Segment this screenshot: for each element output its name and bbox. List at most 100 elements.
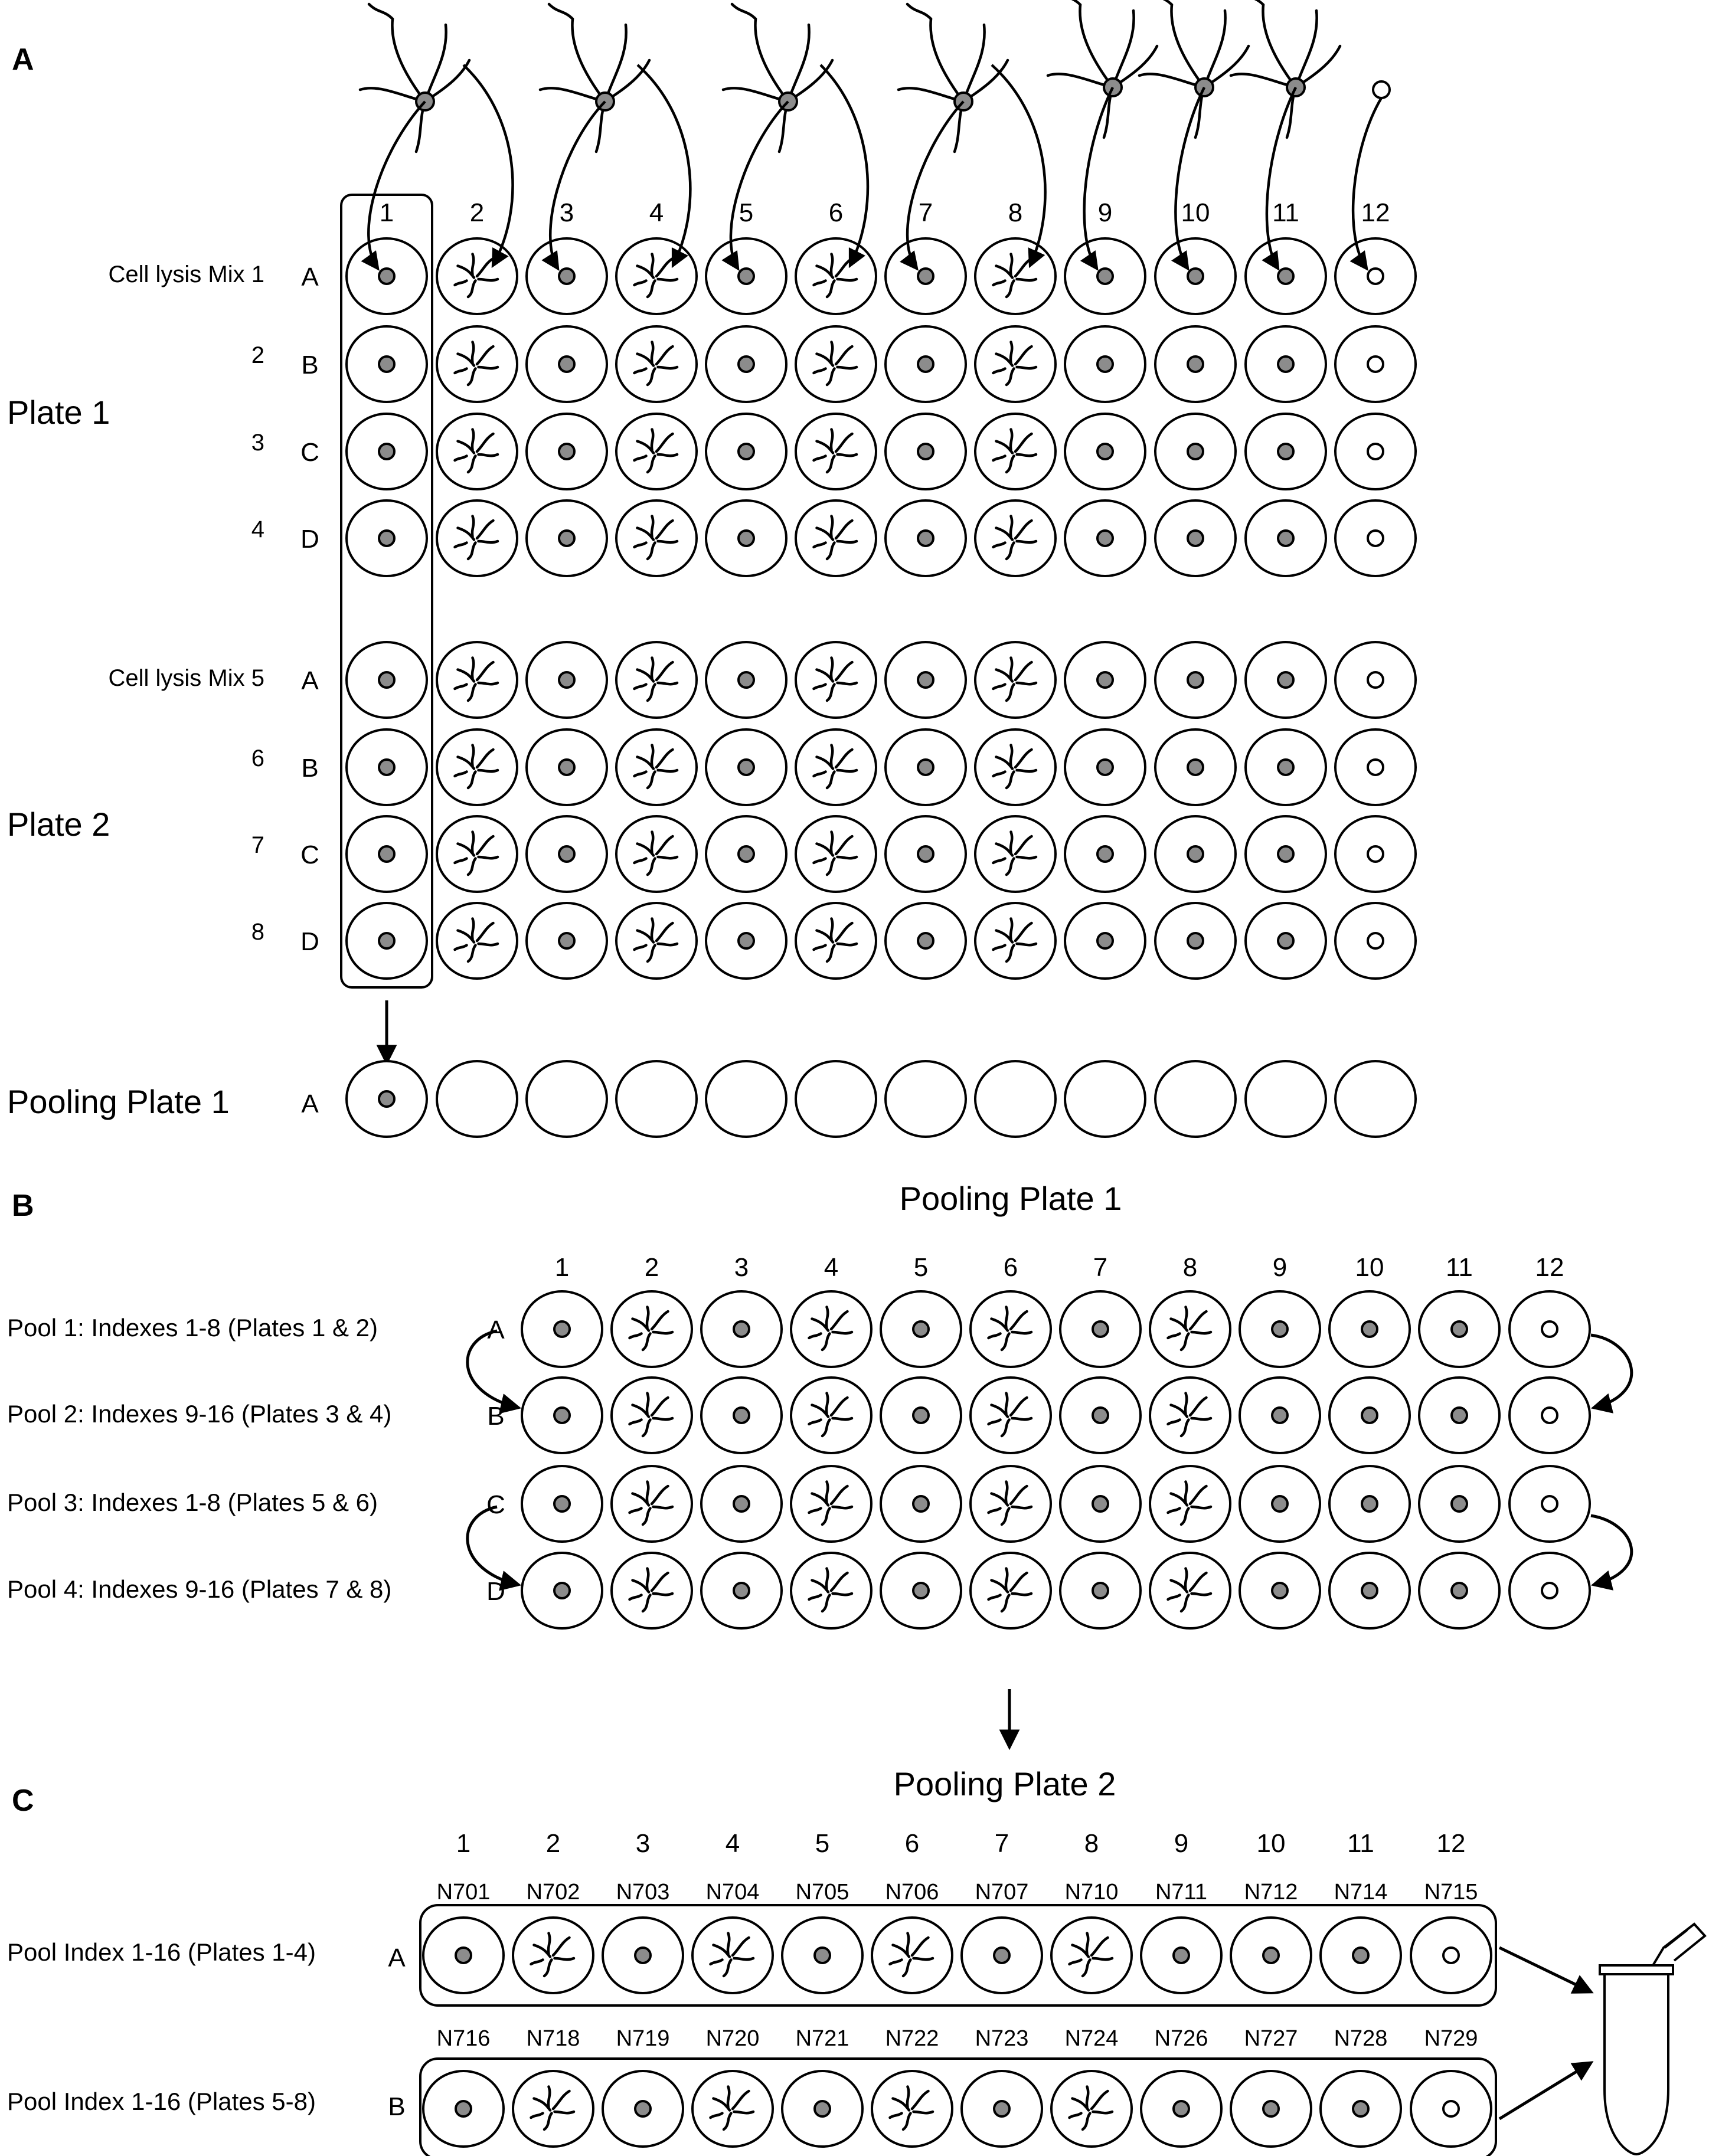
well [345, 237, 428, 315]
well [705, 413, 787, 490]
transfer-arrow [1171, 87, 1206, 271]
cell-dot [1092, 1582, 1109, 1599]
index-label: N715 [1424, 1880, 1478, 1905]
cell-dot [1187, 355, 1204, 373]
well [1154, 499, 1237, 577]
cell-dot [1271, 1406, 1289, 1424]
index-label: N701 [437, 1880, 491, 1905]
well [1239, 1290, 1321, 1368]
mix-label: 2 [251, 342, 264, 368]
neuron-cell-icon [992, 917, 1038, 963]
well [700, 1376, 783, 1454]
neuron-cell-icon [992, 656, 1038, 702]
neuron-cell-icon [808, 1306, 854, 1352]
well [1334, 499, 1417, 577]
well [610, 1376, 693, 1454]
well [1154, 1060, 1237, 1138]
index-label: N712 [1244, 1880, 1298, 1905]
well [795, 325, 877, 403]
well [1059, 1290, 1142, 1368]
well [1328, 1290, 1411, 1368]
neuron-cell-icon [1166, 1567, 1213, 1613]
cell-dot [378, 267, 396, 285]
empty-cell-icon [1367, 355, 1384, 373]
cell-dot [1187, 671, 1204, 689]
index-label: N704 [706, 1880, 760, 1905]
transfer-arrow [462, 64, 514, 269]
index-label: N726 [1155, 2026, 1208, 2051]
neuron-cell-icon [812, 515, 858, 561]
neuron-cell-icon [633, 656, 679, 702]
well [969, 1376, 1052, 1454]
cell-dot [917, 443, 934, 460]
tube-arrow-a [1498, 1946, 1594, 1994]
column-number: 10 [1355, 1253, 1384, 1282]
neuron-cell-icon [812, 656, 858, 702]
well [1328, 1552, 1411, 1630]
index-label: N716 [437, 2026, 491, 2051]
neuron-cell-icon [812, 341, 858, 387]
cell-dot [1277, 443, 1295, 460]
well [790, 1376, 873, 1454]
neuron-cell-icon [992, 515, 1038, 561]
neuron-cell-icon [1138, 0, 1250, 139]
cell-dot [1450, 1320, 1468, 1338]
well [436, 237, 518, 315]
well [974, 902, 1057, 980]
well [1328, 1465, 1411, 1543]
well [615, 902, 698, 980]
cell-dot [993, 1946, 1011, 1964]
well [795, 815, 877, 893]
empty-cell-icon [1541, 1495, 1558, 1513]
well [1319, 1916, 1402, 1994]
well [960, 2070, 1043, 2148]
transfer-arrow [636, 64, 692, 269]
cell-dot [917, 267, 934, 285]
empty-cell-icon [1367, 845, 1384, 863]
well [790, 1465, 873, 1543]
row-label: B [388, 2092, 405, 2121]
cell-dot [737, 355, 755, 373]
neuron-cell-icon [808, 1567, 854, 1613]
row-label: A [388, 1944, 406, 1972]
well [705, 815, 787, 893]
well [705, 325, 787, 403]
cell-dot [553, 1495, 571, 1513]
well [1244, 815, 1327, 893]
well [436, 728, 518, 806]
well [525, 902, 608, 980]
transfer-arrow [991, 64, 1047, 269]
well [1064, 1060, 1146, 1138]
index-label: N714 [1334, 1880, 1388, 1905]
neuron-cell-icon [530, 2085, 576, 2131]
neuron-cell-icon [453, 341, 499, 387]
cell-dot [1271, 1495, 1289, 1513]
neuron-cell-icon [530, 1932, 576, 1978]
well [1508, 1376, 1591, 1454]
neuron-cell-icon [1046, 0, 1159, 139]
well [345, 325, 428, 403]
well [610, 1552, 693, 1630]
well [521, 1465, 603, 1543]
well [1334, 815, 1417, 893]
column-number: 3 [560, 198, 574, 227]
transfer-arrow [900, 100, 965, 271]
row-label: B [301, 351, 318, 379]
well [781, 1916, 864, 1994]
well [974, 237, 1057, 315]
cell-dot [1092, 1406, 1109, 1424]
cell-dot [1096, 671, 1114, 689]
well [795, 237, 877, 315]
neuron-cell-icon [987, 1306, 1033, 1352]
cell-dot [1096, 443, 1114, 460]
row-label: A [301, 263, 319, 292]
neuron-cell-icon [633, 830, 679, 876]
empty-cell-icon [1367, 932, 1384, 950]
index-label: N721 [796, 2026, 849, 2051]
well [1149, 1465, 1231, 1543]
cell-dot [1450, 1406, 1468, 1424]
well [615, 1060, 698, 1138]
neuron-cell-icon [1166, 1480, 1213, 1526]
column-number: 8 [1183, 1253, 1197, 1282]
